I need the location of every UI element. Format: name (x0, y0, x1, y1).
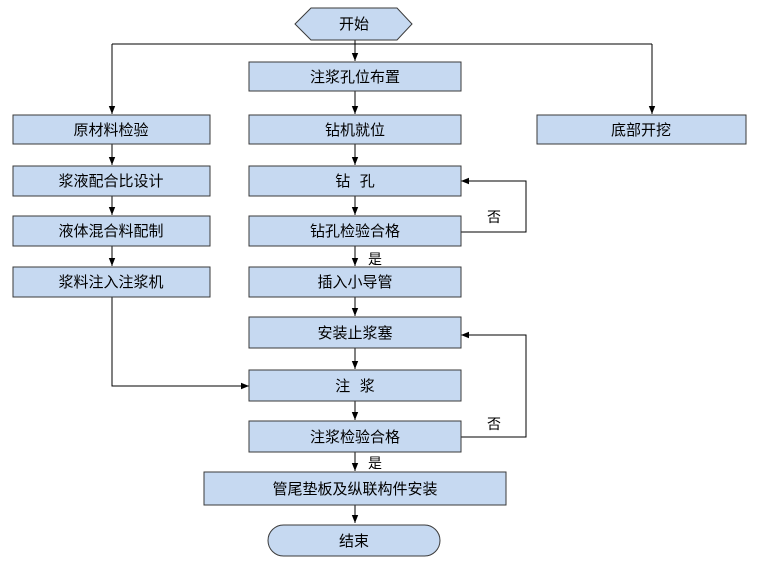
plate-install-label: 管尾垫板及纵联构件安装 (272, 480, 437, 498)
install-stopper-label: 安装止浆塞 (317, 324, 392, 342)
material-check-label: 原材料检验 (73, 121, 148, 139)
insert-pipe-label: 插入小导管 (317, 273, 392, 291)
drill-check-label: 钻孔检验合格 (310, 222, 400, 240)
connectors (108, 40, 656, 523)
drill-retry-loop (461, 177, 527, 233)
liquid-mixing-label: 液体混合料配制 (58, 222, 163, 240)
grouting-label: 注 浆 (335, 377, 375, 395)
grout-yes-label: 是 (368, 456, 382, 472)
grout-check-node: 注浆检验合格 (248, 420, 462, 453)
start-label: 开始 (339, 15, 369, 33)
end-node: 结束 (267, 524, 441, 557)
grout-into-pump-node: 浆料注入注浆机 (12, 266, 211, 298)
grout-check-label: 注浆检验合格 (310, 428, 400, 446)
liquid-mixing-node: 液体混合料配制 (12, 215, 211, 247)
start-node: 开始 (294, 7, 413, 41)
drill-position-node: 钻机就位 (248, 114, 462, 145)
plate-install-node: 管尾垫板及纵联构件安装 (203, 471, 507, 506)
drilling-node: 钻 孔 (248, 165, 462, 197)
layout-node: 注浆孔位布置 (248, 61, 462, 92)
install-stopper-node: 安装止浆塞 (248, 316, 462, 349)
grouting-node: 注 浆 (248, 369, 462, 402)
grout-retry-loop (461, 331, 527, 438)
bottom-excavation-label: 底部开挖 (611, 121, 671, 139)
grout-no-label: 否 (487, 417, 501, 433)
drilling-label: 钻 孔 (335, 172, 375, 190)
grout-into-pump-label: 浆料注入注浆机 (58, 273, 163, 291)
drill-position-label: 钻机就位 (325, 121, 385, 139)
drill-yes-label: 是 (368, 252, 382, 268)
layout-label: 注浆孔位布置 (310, 68, 400, 86)
end-label: 结束 (339, 532, 369, 550)
bottom-excavation-node: 底部开挖 (536, 114, 747, 145)
drill-no-label: 否 (487, 210, 501, 226)
insert-pipe-node: 插入小导管 (248, 266, 462, 298)
drill-check-node: 钻孔检验合格 (248, 215, 462, 247)
grout-mix-design-node: 浆液配合比设计 (12, 165, 211, 197)
material-check-node: 原材料检验 (12, 114, 211, 145)
arrow-pump-to-grouting (111, 297, 249, 390)
grout-mix-design-label: 浆液配合比设计 (58, 172, 163, 190)
